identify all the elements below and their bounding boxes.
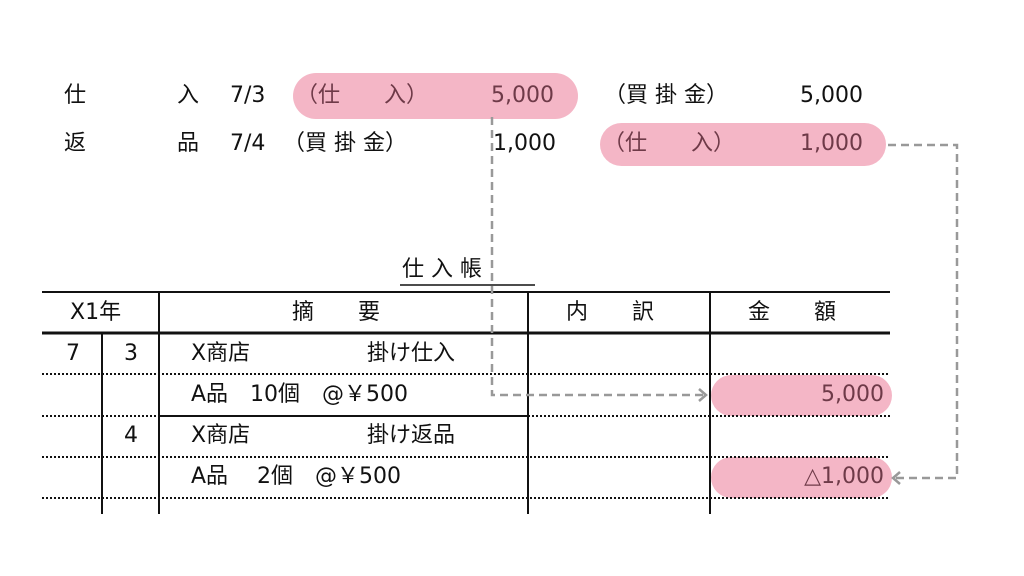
row-description: A品 10個 @￥500 — [191, 382, 409, 407]
row-description: X商店 — [191, 423, 251, 448]
row-description: X商店 — [191, 341, 251, 366]
row-day: 3 — [124, 341, 138, 366]
credit-account: （仕 入） — [603, 131, 736, 156]
row-amount: 5,000 — [821, 382, 884, 407]
journal-label: 返 — [64, 131, 87, 156]
row-month: 7 — [66, 341, 80, 366]
journal-date: 7/4 — [230, 131, 266, 156]
credit-amount: 5,000 — [800, 83, 863, 108]
header-description: 摘 要 — [292, 300, 381, 325]
highlight-debit-purchase — [293, 73, 578, 119]
header-amount: 金 額 — [748, 300, 837, 325]
highlight-ledger-1000 — [711, 457, 892, 498]
row-day: 4 — [124, 423, 138, 448]
highlight-credit-purchase — [600, 123, 886, 166]
row-description-type: 掛け仕入 — [367, 341, 456, 366]
header-year: X1年 — [70, 300, 122, 325]
debit-amount: 1,000 — [493, 131, 556, 156]
debit-account: （買 掛 金） — [283, 131, 407, 156]
row-description-type: 掛け返品 — [367, 423, 456, 448]
credit-account: （買 掛 金） — [604, 83, 728, 108]
row-amount: △1,000 — [804, 464, 884, 489]
credit-amount: 1,000 — [800, 131, 863, 156]
debit-amount: 5,000 — [491, 83, 554, 108]
journal-label: 品 — [177, 131, 200, 156]
arrows — [490, 117, 959, 480]
journal-label: 仕 — [64, 83, 87, 108]
journal-label: 入 — [177, 83, 200, 108]
highlight-ledger-5000 — [711, 375, 892, 416]
header-detail: 内 訳 — [566, 300, 655, 325]
journal-date: 7/3 — [230, 83, 266, 108]
debit-account: （仕 入） — [296, 83, 429, 108]
ledger-title: 仕 入 帳 — [402, 257, 482, 282]
row-description: A品 2個 @￥500 — [191, 464, 402, 489]
